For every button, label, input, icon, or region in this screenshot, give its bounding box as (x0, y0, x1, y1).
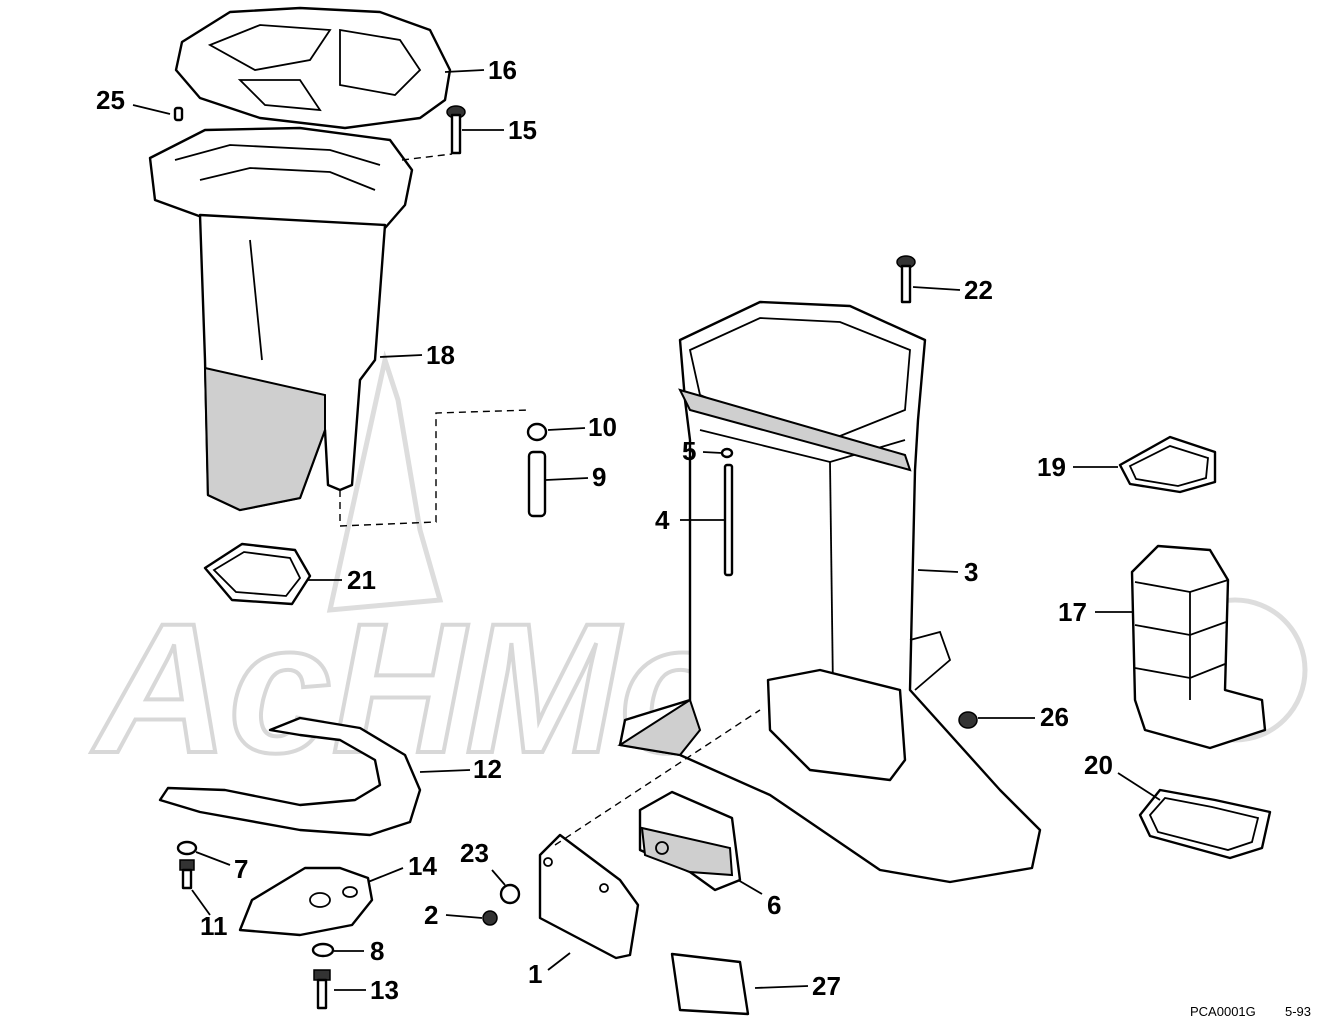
callout-26: 26 (1040, 702, 1069, 732)
cover-1 (538, 833, 640, 960)
connector-dashed-line (339, 409, 531, 527)
washer-23 (499, 883, 521, 905)
footer: PCA0001G 5-93 (1190, 1004, 1311, 1019)
seal-21 (203, 542, 312, 606)
callout-3: 3 (964, 557, 978, 587)
mount-6 (638, 790, 742, 892)
callout-4: 4 (655, 505, 670, 535)
driveshaft-housing-3 (617, 300, 1042, 884)
callout-9: 9 (592, 462, 606, 492)
plate-12 (158, 716, 422, 837)
callout-22: 22 (964, 275, 993, 305)
leader-lines (132, 69, 1161, 991)
callout-1: 1 (528, 959, 542, 989)
nut-8 (311, 942, 335, 958)
decal-27 (670, 952, 750, 1016)
callout-11: 11 (200, 911, 228, 941)
plug-26 (958, 711, 978, 729)
callout-8: 8 (370, 936, 384, 966)
bolt-15 (446, 105, 466, 155)
callout-5: 5 (682, 436, 696, 466)
callout-15: 15 (508, 115, 537, 145)
watermark-church-silhouette (326, 350, 444, 613)
pin-25 (173, 106, 184, 122)
washer-7 (176, 840, 198, 856)
exhaust-tube-17 (1130, 544, 1267, 750)
callout-25: 25 (96, 85, 125, 115)
callout-13: 13 (370, 975, 399, 1005)
callout-labels: 16 25 15 18 10 9 21 22 5 4 3 19 17 26 20… (96, 55, 1113, 1005)
callout-21: 21 (347, 565, 376, 595)
callout-12: 12 (473, 754, 502, 784)
callout-14: 14 (408, 851, 437, 881)
bolt-13 (313, 969, 331, 1010)
bracket-14 (238, 866, 374, 937)
callout-27: 27 (812, 971, 841, 1001)
callout-20: 20 (1084, 750, 1113, 780)
callout-6: 6 (767, 890, 781, 920)
cap-10 (526, 422, 548, 442)
callout-7: 7 (234, 854, 248, 884)
drawing-date: 5-93 (1285, 1004, 1311, 1019)
tube-9 (527, 450, 547, 518)
callout-18: 18 (426, 340, 455, 370)
gasket-plate-16 (174, 6, 452, 130)
exhaust-housing-18 (148, 126, 414, 512)
gasket-20 (1138, 788, 1272, 860)
connector-dashed-line (554, 709, 761, 846)
callout-2: 2 (424, 900, 438, 930)
callout-23: 23 (460, 838, 489, 868)
callout-17: 17 (1058, 597, 1087, 627)
stud-4 (723, 463, 734, 577)
screw-2 (482, 910, 498, 926)
callout-19: 19 (1037, 452, 1066, 482)
callout-16: 16 (488, 55, 517, 85)
callout-10: 10 (588, 412, 617, 442)
gasket-19 (1118, 435, 1217, 494)
bolt-11 (179, 859, 195, 890)
washer-5 (720, 447, 734, 459)
drawing-code: PCA0001G (1190, 1004, 1256, 1019)
bolt-22 (896, 255, 916, 304)
